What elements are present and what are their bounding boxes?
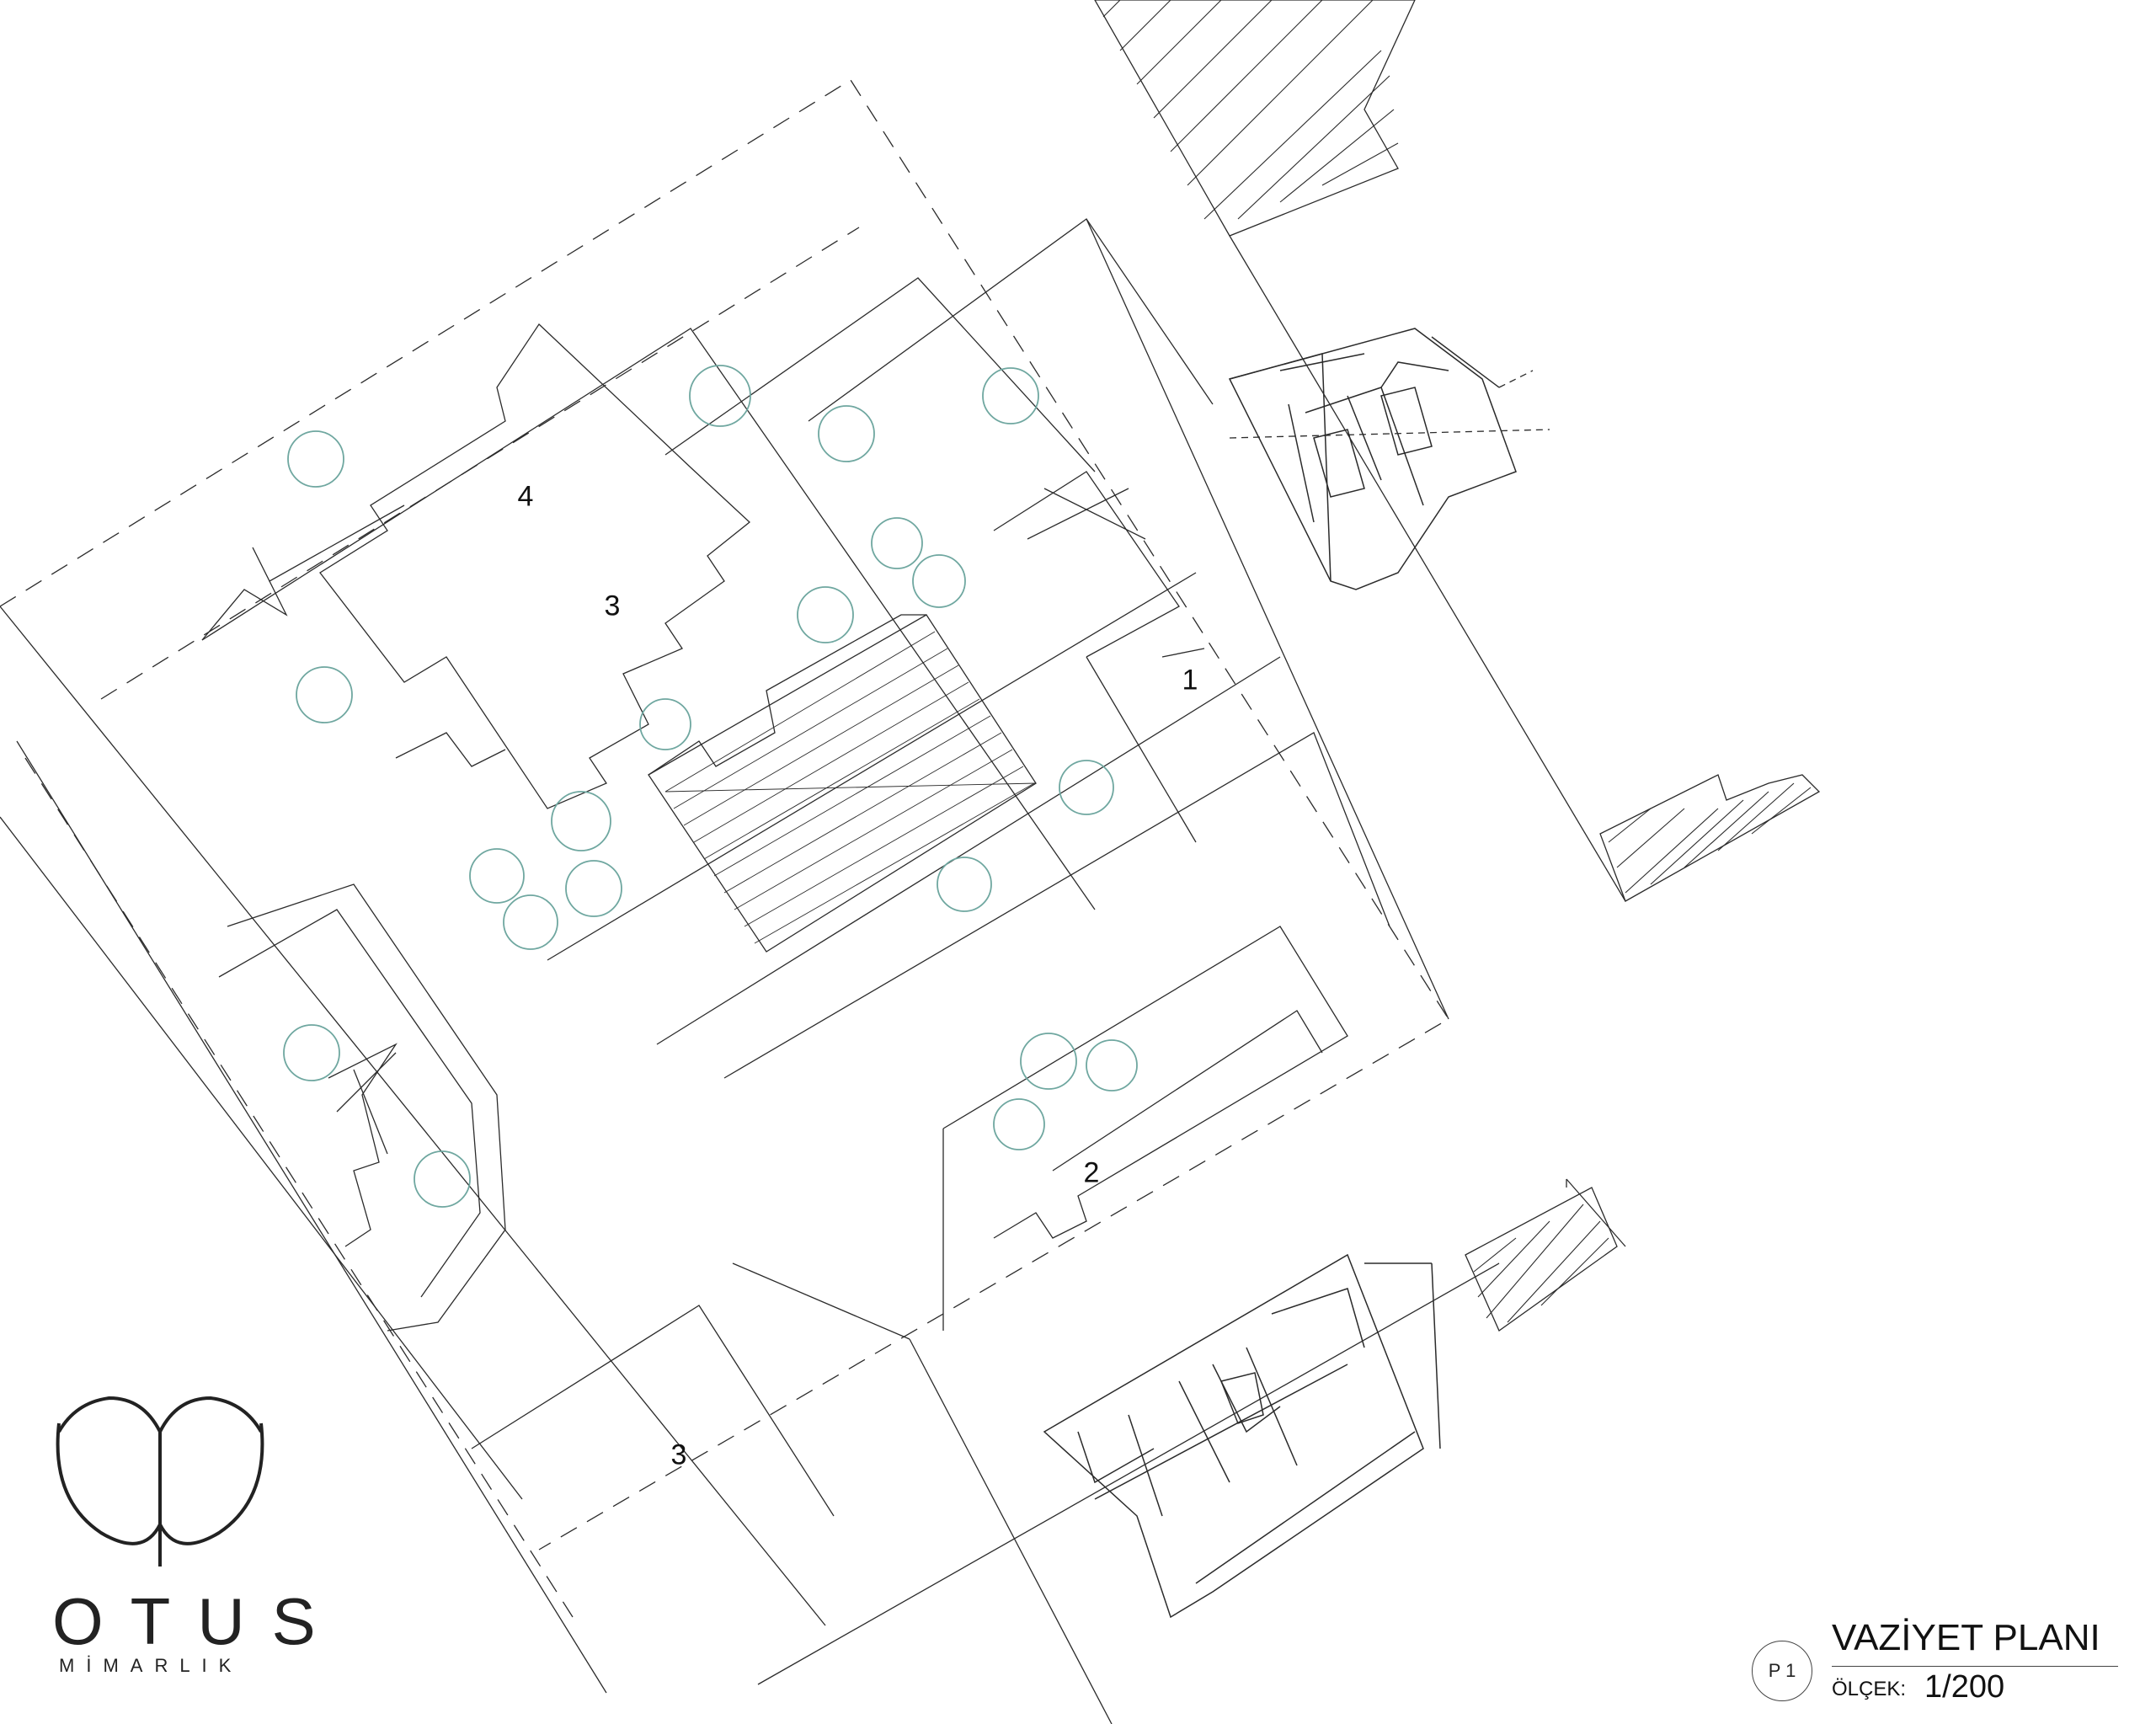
tree	[1059, 760, 1114, 815]
plot-label-2: 2	[1083, 1156, 1100, 1189]
property-boundary-dashed-2	[100, 227, 860, 700]
stair-hatching	[664, 631, 1037, 944]
tree	[503, 894, 558, 950]
tree	[818, 405, 875, 462]
tree	[287, 430, 344, 488]
drawing-title: VAZİYET PLANI	[1832, 1617, 2100, 1658]
plot-label-3-lower: 3	[670, 1438, 687, 1471]
owl-logo-icon	[56, 1396, 264, 1567]
title-block: P 1 VAZİYET PLANI ÖLÇEK: 1/200	[1743, 1609, 2139, 1718]
new-building-outline	[648, 614, 1037, 953]
plot-label-4: 4	[517, 480, 534, 513]
tree	[797, 586, 854, 643]
floor-plan-lower	[1043, 1253, 1441, 1619]
floor-plan-upper	[1228, 328, 1517, 590]
logo-name: OTUS	[52, 1584, 343, 1658]
tree	[551, 791, 611, 851]
tree	[982, 367, 1039, 424]
sheet-number: P 1	[1752, 1641, 1812, 1701]
tree	[639, 698, 691, 750]
scale-label: ÖLÇEK:	[1832, 1678, 1907, 1700]
plot-label-3-upper: 3	[604, 590, 621, 622]
logo-subtitle: MİMARLIK	[59, 1655, 243, 1676]
tree	[871, 517, 923, 569]
tree	[1020, 1033, 1077, 1090]
tree	[414, 1150, 471, 1208]
hatch-lower-right	[1473, 1204, 1609, 1323]
tree	[1086, 1039, 1138, 1092]
plot-label-1: 1	[1182, 664, 1198, 697]
building-4-outline	[319, 323, 750, 809]
property-boundary-dashed	[0, 79, 1449, 1551]
tree	[283, 1024, 340, 1081]
tree	[469, 848, 525, 904]
hatch-top	[1102, 0, 1399, 220]
tree	[912, 554, 966, 608]
hatch-right	[1608, 782, 1812, 894]
tree	[993, 1098, 1045, 1150]
tree	[296, 666, 353, 723]
title-divider	[1832, 1666, 2118, 1667]
tree	[565, 860, 622, 917]
tree	[689, 365, 751, 427]
trees	[283, 365, 1138, 1208]
tree	[937, 857, 992, 912]
scale-value: 1/200	[1924, 1669, 2005, 1705]
